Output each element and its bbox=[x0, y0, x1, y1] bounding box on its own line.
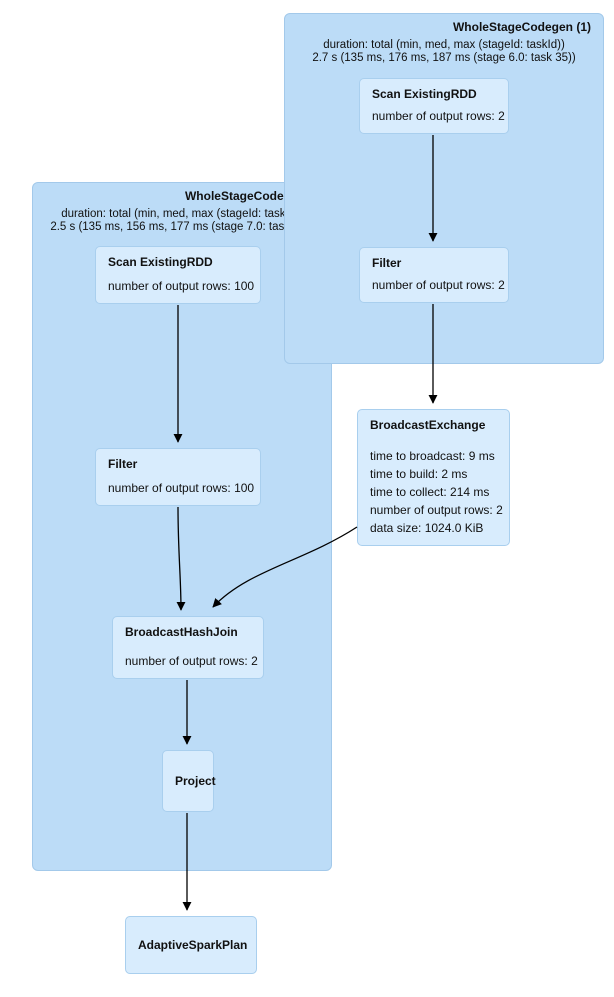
node-filter-2: Filter number of output rows: 100 bbox=[95, 448, 261, 506]
node-project: Project bbox=[162, 750, 216, 812]
node-metric: number of output rows: 2 bbox=[372, 278, 505, 292]
node-metric: number of output rows: 2 bbox=[370, 503, 503, 517]
node-metric: time to collect: 214 ms bbox=[370, 485, 490, 499]
node-broadcast-exchange: BroadcastExchange time to broadcast: 9 m… bbox=[357, 409, 510, 546]
node-metric: data size: 1024.0 KiB bbox=[370, 521, 484, 535]
node-metric: number of output rows: 2 bbox=[372, 109, 505, 123]
node-title: Scan ExistingRDD bbox=[108, 255, 213, 269]
node-metric: time to broadcast: 9 ms bbox=[370, 449, 495, 463]
node-adaptive-spark-plan: AdaptiveSparkPlan bbox=[125, 916, 257, 974]
cluster-title: WholeStageCodegen (1) bbox=[452, 20, 591, 34]
node-metric: number of output rows: 2 bbox=[125, 654, 258, 668]
duration-value: 2.7 s (135 ms, 176 ms, 187 ms (stage 6.0… bbox=[312, 52, 576, 64]
node-title: Project bbox=[175, 774, 216, 788]
node-filter-1: Filter number of output rows: 2 bbox=[359, 247, 509, 303]
node-metric: time to build: 2 ms bbox=[370, 467, 468, 481]
cluster-duration: duration: total (min, med, max (stageId:… bbox=[33, 208, 331, 234]
node-metric: number of output rows: 100 bbox=[108, 279, 255, 293]
duration-label: duration: total (min, med, max (stageId:… bbox=[323, 39, 565, 51]
node-scan-existingrdd-2: Scan ExistingRDD number of output rows: … bbox=[95, 246, 261, 304]
node-title: AdaptiveSparkPlan bbox=[138, 938, 248, 952]
cluster-wholestagecodegen-1: WholeStageCodegen (1) duration: total (m… bbox=[284, 13, 604, 364]
cluster-duration: duration: total (min, med, max (stageId:… bbox=[285, 39, 603, 65]
duration-value: 2.5 s (135 ms, 156 ms, 177 ms (stage 7.0… bbox=[50, 221, 314, 233]
node-title: BroadcastHashJoin bbox=[125, 625, 238, 639]
node-scan-existingrdd-1: Scan ExistingRDD number of output rows: … bbox=[359, 78, 509, 134]
node-title: BroadcastExchange bbox=[370, 418, 486, 432]
node-title: Filter bbox=[372, 256, 402, 270]
node-metric: number of output rows: 100 bbox=[108, 481, 255, 495]
node-title: Filter bbox=[108, 457, 138, 471]
node-title: Scan ExistingRDD bbox=[372, 87, 477, 101]
node-broadcast-hash-join: BroadcastHashJoin number of output rows:… bbox=[112, 616, 264, 679]
duration-label: duration: total (min, med, max (stageId:… bbox=[61, 208, 303, 220]
